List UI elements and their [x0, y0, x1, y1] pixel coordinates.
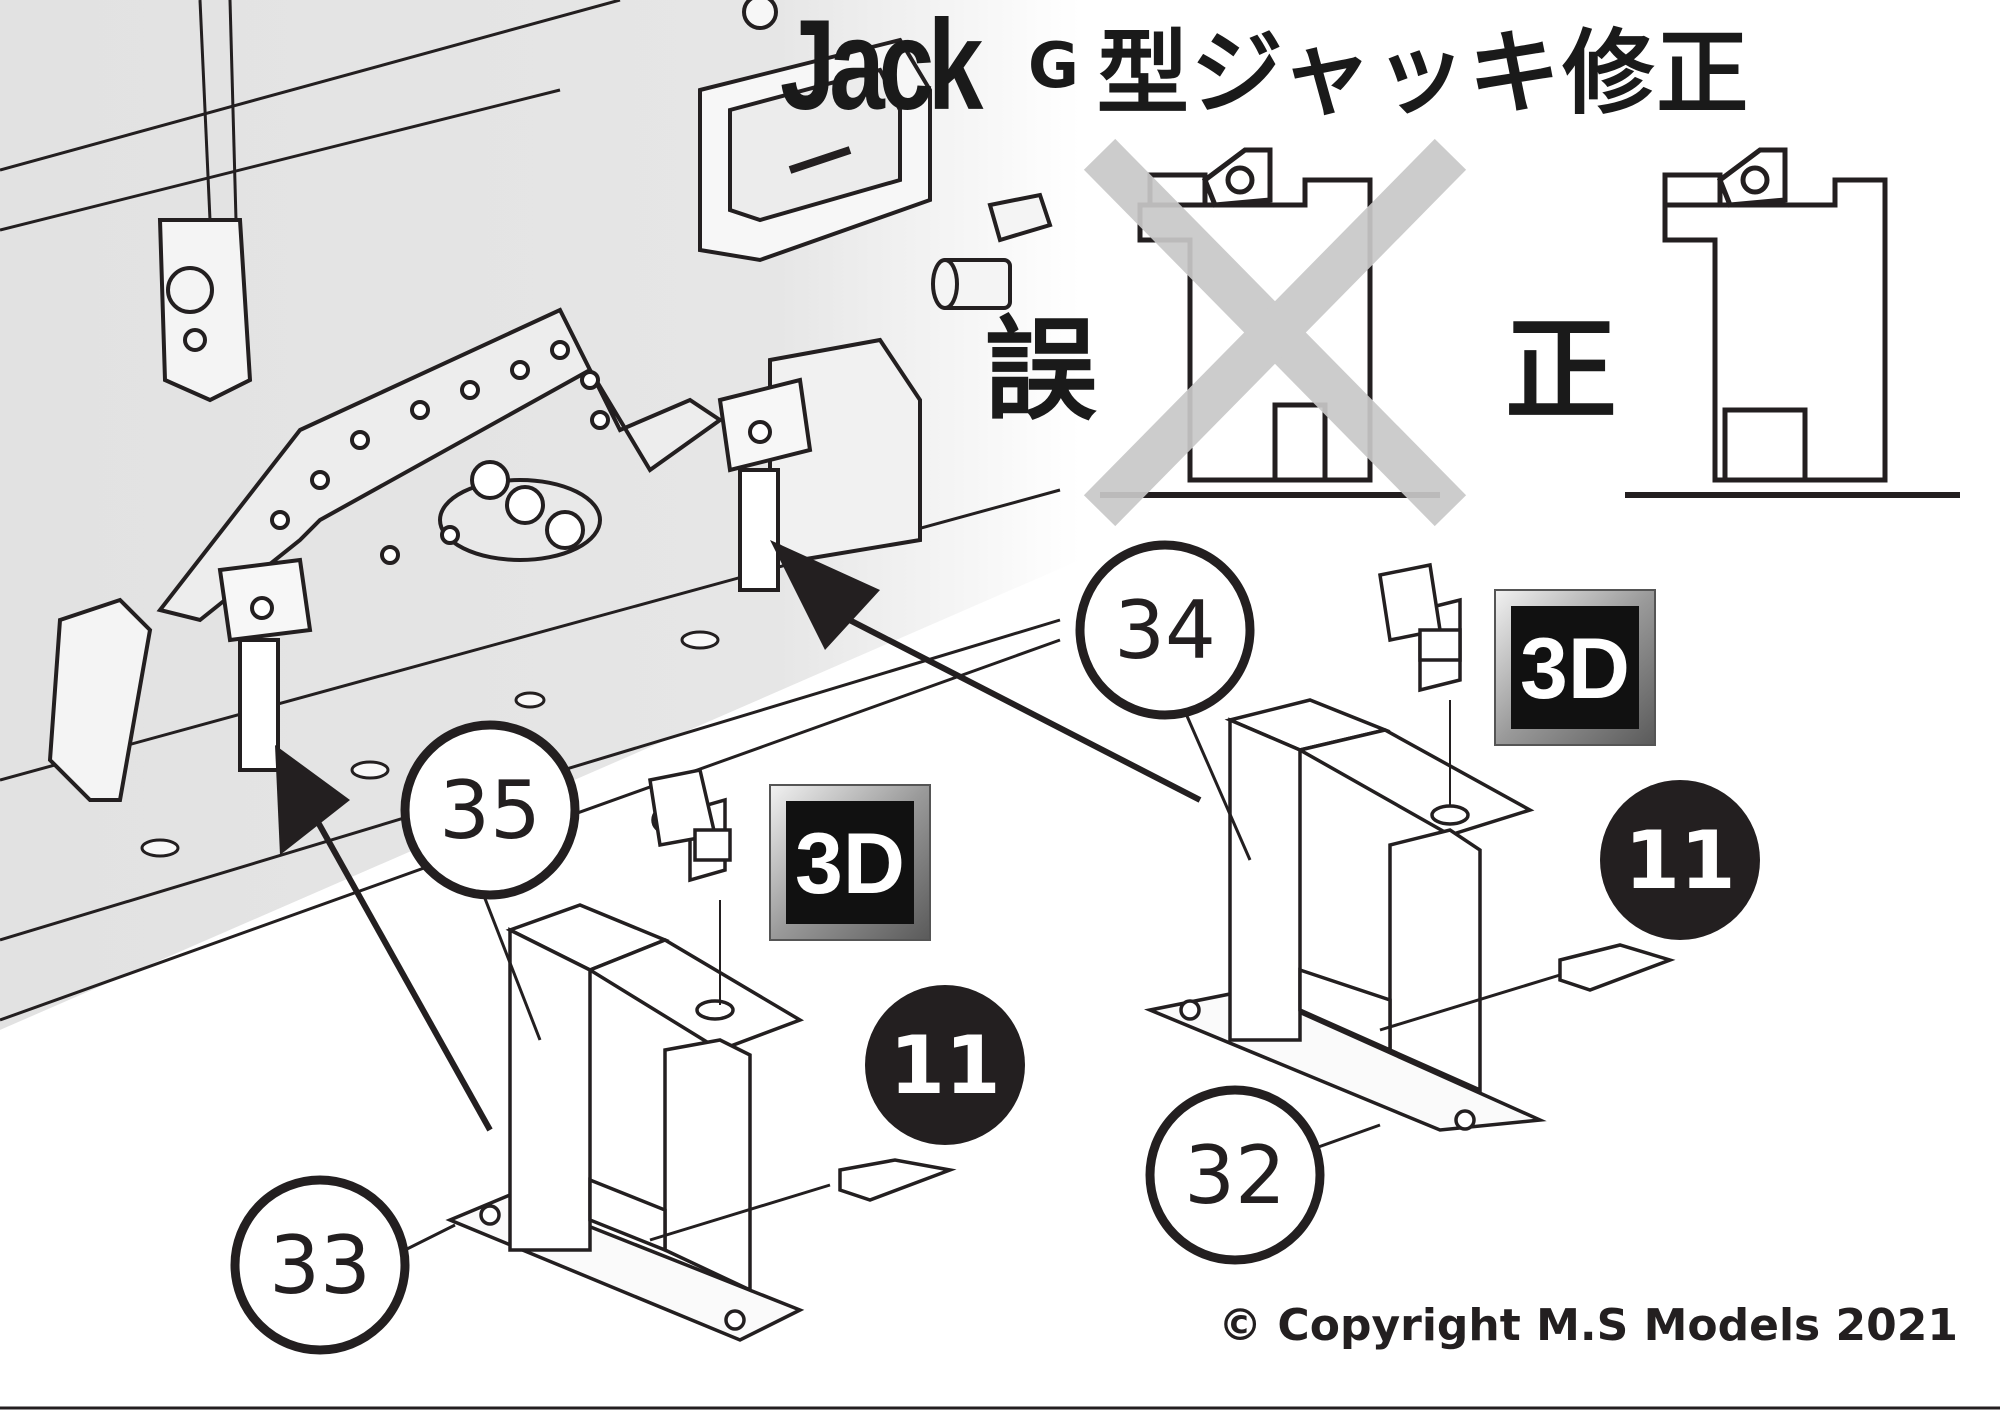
callout-circle-33: 33 — [230, 1175, 410, 1355]
callout-11-left-label: 11 — [889, 1019, 1000, 1112]
callout-35-label: 35 — [439, 764, 541, 857]
callout-33-label: 33 — [269, 1219, 371, 1312]
callout-circle-35: 35 — [400, 720, 580, 900]
wrong-example-diagram — [1083, 138, 1467, 527]
badge-3d-right: 3D — [1494, 589, 1656, 746]
wrong-label: 誤 — [985, 306, 1097, 436]
jack-parts-left — [445, 767, 957, 1342]
callout-circle-11-left: 11 — [865, 985, 1025, 1145]
callout-circle-34: 34 — [1075, 540, 1255, 720]
side-cylinder — [931, 192, 1053, 310]
wrong-cross-mark — [1083, 138, 1467, 527]
installed-jack-right — [717, 377, 813, 592]
page-title: Jack G 型ジャッキ修正 — [780, 0, 1751, 137]
callout-32-label: 32 — [1184, 1129, 1286, 1222]
correct-label: 正 — [1505, 306, 1617, 436]
badge-3d-left-label: 3D — [795, 816, 905, 912]
badge-3d-left: 3D — [769, 784, 931, 941]
title-jack: Jack — [780, 0, 983, 137]
callout-34-label: 34 — [1114, 584, 1216, 677]
correct-example-diagram — [1625, 147, 1960, 498]
title-japanese: 型ジャッキ修正 — [1096, 19, 1751, 127]
assembly-arrows — [275, 540, 1202, 1132]
hatch-cover — [698, 0, 932, 263]
copyright-notice: © Copyright M.S Models 2021 — [1218, 1300, 1958, 1351]
jack-parts-right — [1144, 562, 1676, 1132]
title-g: G — [1028, 28, 1079, 102]
callout-11-right-label: 11 — [1624, 814, 1735, 907]
hanger-bracket — [157, 218, 253, 403]
badge-3d-right-label: 3D — [1520, 621, 1630, 717]
callout-circle-32: 32 — [1145, 1085, 1325, 1265]
installed-jack-left — [47, 557, 313, 802]
body-ovals — [140, 630, 720, 858]
mounted-jack-bracket — [156, 307, 724, 623]
callout-circle-11-right: 11 — [1600, 780, 1760, 940]
